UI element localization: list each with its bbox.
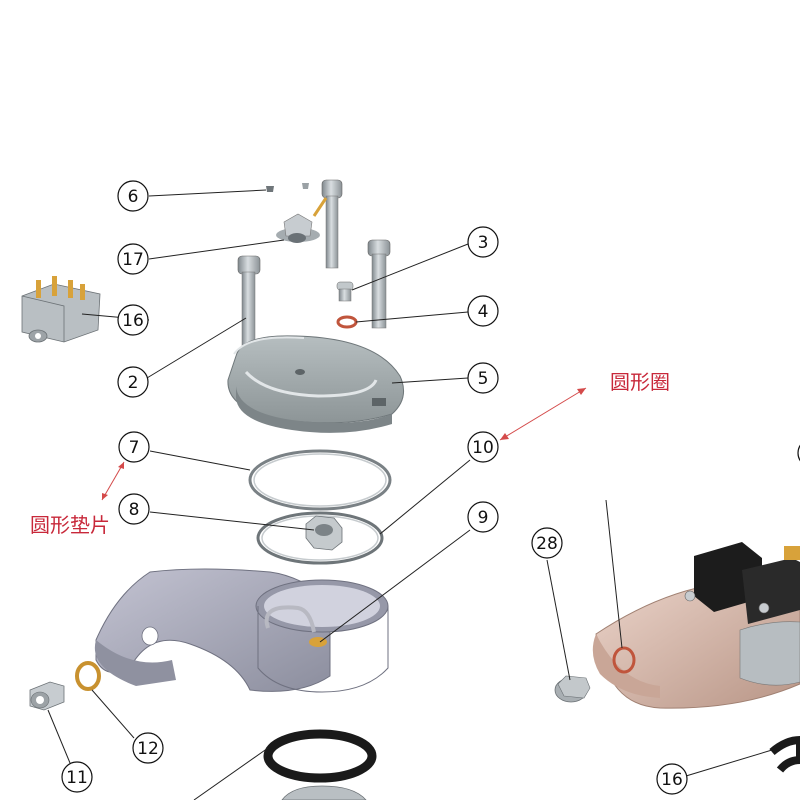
heating-plate-part [227, 335, 405, 433]
fitting-part [29, 681, 65, 711]
callout-label: 4 [478, 302, 489, 322]
callout-label: 6 [128, 187, 139, 207]
callout-label: 9 [478, 508, 489, 528]
bolt-part-3 [367, 239, 391, 329]
callout-label: 28 [536, 534, 558, 554]
callout-3: 3 [467, 226, 499, 258]
brass-washer-part [75, 661, 101, 691]
callout-11: 11 [61, 761, 93, 793]
red-washer-part [336, 315, 358, 329]
bottom-base-part [281, 785, 367, 800]
callout-17: 17 [117, 243, 149, 275]
long-bolt-part [321, 179, 343, 269]
callout-label: 5 [478, 369, 489, 389]
callout-8: 8 [118, 493, 150, 525]
o-ring-part [256, 511, 384, 565]
plug-part [554, 675, 591, 703]
small-screw-part [266, 183, 309, 192]
hex-nut-part [305, 515, 343, 551]
spacer-part [336, 281, 354, 302]
right-black-ring-part [769, 735, 800, 773]
callout-label: 7 [129, 438, 140, 458]
black-o-ring-part [263, 729, 377, 783]
callout-label: 8 [129, 500, 140, 520]
callout-16-lower: 16 [656, 763, 688, 795]
callout-12: 12 [132, 732, 164, 764]
terminal-block-part [21, 276, 101, 343]
callout-label: 17 [122, 250, 144, 270]
right-assembly-part [592, 542, 800, 709]
callout-label: 3 [478, 233, 489, 253]
callout-label: 10 [472, 438, 494, 458]
boiler-bracket-part [94, 568, 389, 693]
o-ring-annotation: 圆形圈 [610, 370, 670, 394]
callout-7: 7 [118, 431, 150, 463]
callout-label: 2 [128, 373, 139, 393]
callout-10: 10 [467, 431, 499, 463]
callout-5: 5 [467, 362, 499, 394]
callout-28: 28 [531, 527, 563, 559]
callout-9: 9 [467, 501, 499, 533]
callout-label: 12 [137, 739, 159, 759]
gasket-ring-part [248, 449, 392, 511]
thermostat-part [276, 197, 328, 243]
annotation-arrows [101, 387, 587, 501]
bolt-part-2 [237, 255, 261, 347]
leader-lines [47, 189, 773, 800]
round-gasket-annotation: 圆形垫片 [30, 513, 110, 537]
callout-6: 6 [117, 180, 149, 212]
callout-4: 4 [467, 295, 499, 327]
callout-label: 16 [661, 770, 683, 790]
callout-16-upper: 16 [117, 304, 149, 336]
callout-label: 11 [66, 768, 88, 788]
callout-2: 2 [117, 366, 149, 398]
callout-label: 16 [122, 311, 144, 331]
